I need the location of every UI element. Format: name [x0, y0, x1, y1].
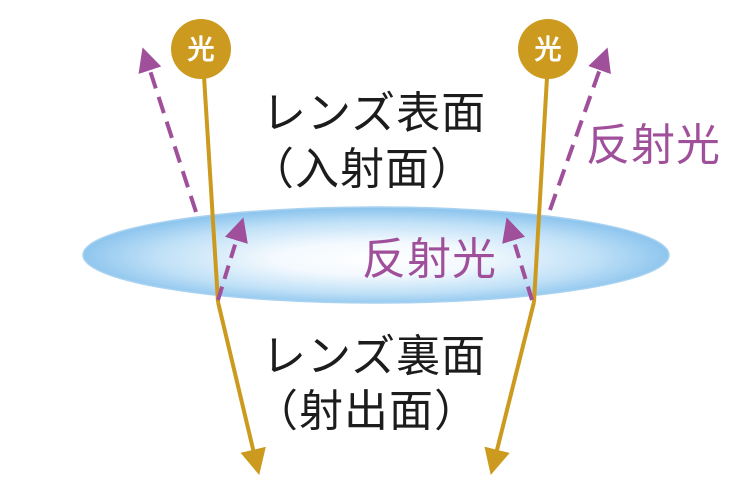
incident-light-right-upper	[532, 59, 550, 303]
front-surface-sublabel: （入射面）	[250, 144, 475, 195]
light-source-badge-icon	[171, 19, 231, 79]
reflected-light-outer-label: 反射光	[586, 120, 721, 171]
reflected-light-inner-label: 反射光	[362, 234, 497, 285]
incident-light-left-upper	[201, 59, 220, 303]
front-surface-label: レンズ表面	[262, 88, 487, 139]
reflected-light-right-inner	[502, 217, 534, 301]
light-badge-left-text: 光	[187, 35, 215, 66]
incident-light-left-lower	[216, 301, 266, 476]
reflected-light-right-outer	[548, 47, 611, 211]
back-surface-label: レンズ裏面	[262, 331, 487, 382]
reflected-light-left-inner	[216, 217, 248, 301]
incident-light-right-lower	[484, 301, 536, 476]
back-surface-sublabel: （射出面）	[254, 386, 479, 437]
light-source-badge-left: 光	[171, 19, 231, 79]
light-source-badge-right: 光	[518, 19, 578, 79]
light-badge-right-text: 光	[534, 35, 562, 66]
reflected-light-left-outer	[138, 47, 198, 213]
light-source-badge-icon	[518, 19, 578, 79]
